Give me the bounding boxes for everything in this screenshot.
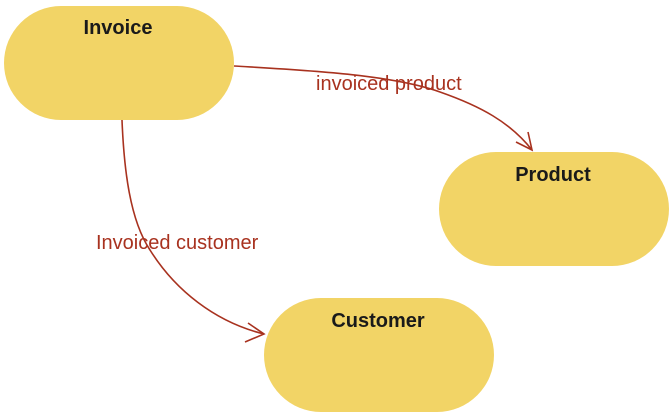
node-invoice[interactable]: Invoice bbox=[4, 6, 234, 120]
node-product-shape bbox=[439, 152, 669, 266]
edge-invoiced-product-label: invoiced product bbox=[316, 73, 462, 95]
node-customer[interactable]: Customer bbox=[264, 298, 494, 412]
node-invoice-label: Invoice bbox=[84, 17, 153, 39]
node-customer-label: Customer bbox=[331, 310, 425, 332]
node-product[interactable]: Product bbox=[439, 152, 669, 266]
node-product-label: Product bbox=[515, 164, 591, 186]
arrowhead-icon bbox=[515, 131, 534, 152]
edge-invoiced-product-line bbox=[233, 65, 533, 151]
node-invoice-shape bbox=[4, 6, 234, 120]
edge-invoiced-product[interactable]: invoiced product bbox=[233, 65, 534, 152]
edge-invoiced-customer-label: Invoiced customer bbox=[96, 232, 259, 254]
arrowhead-icon bbox=[244, 322, 266, 343]
edge-invoiced-customer[interactable]: Invoiced customer bbox=[96, 119, 266, 343]
edge-invoiced-customer-line bbox=[121, 119, 265, 335]
node-customer-shape bbox=[264, 298, 494, 412]
